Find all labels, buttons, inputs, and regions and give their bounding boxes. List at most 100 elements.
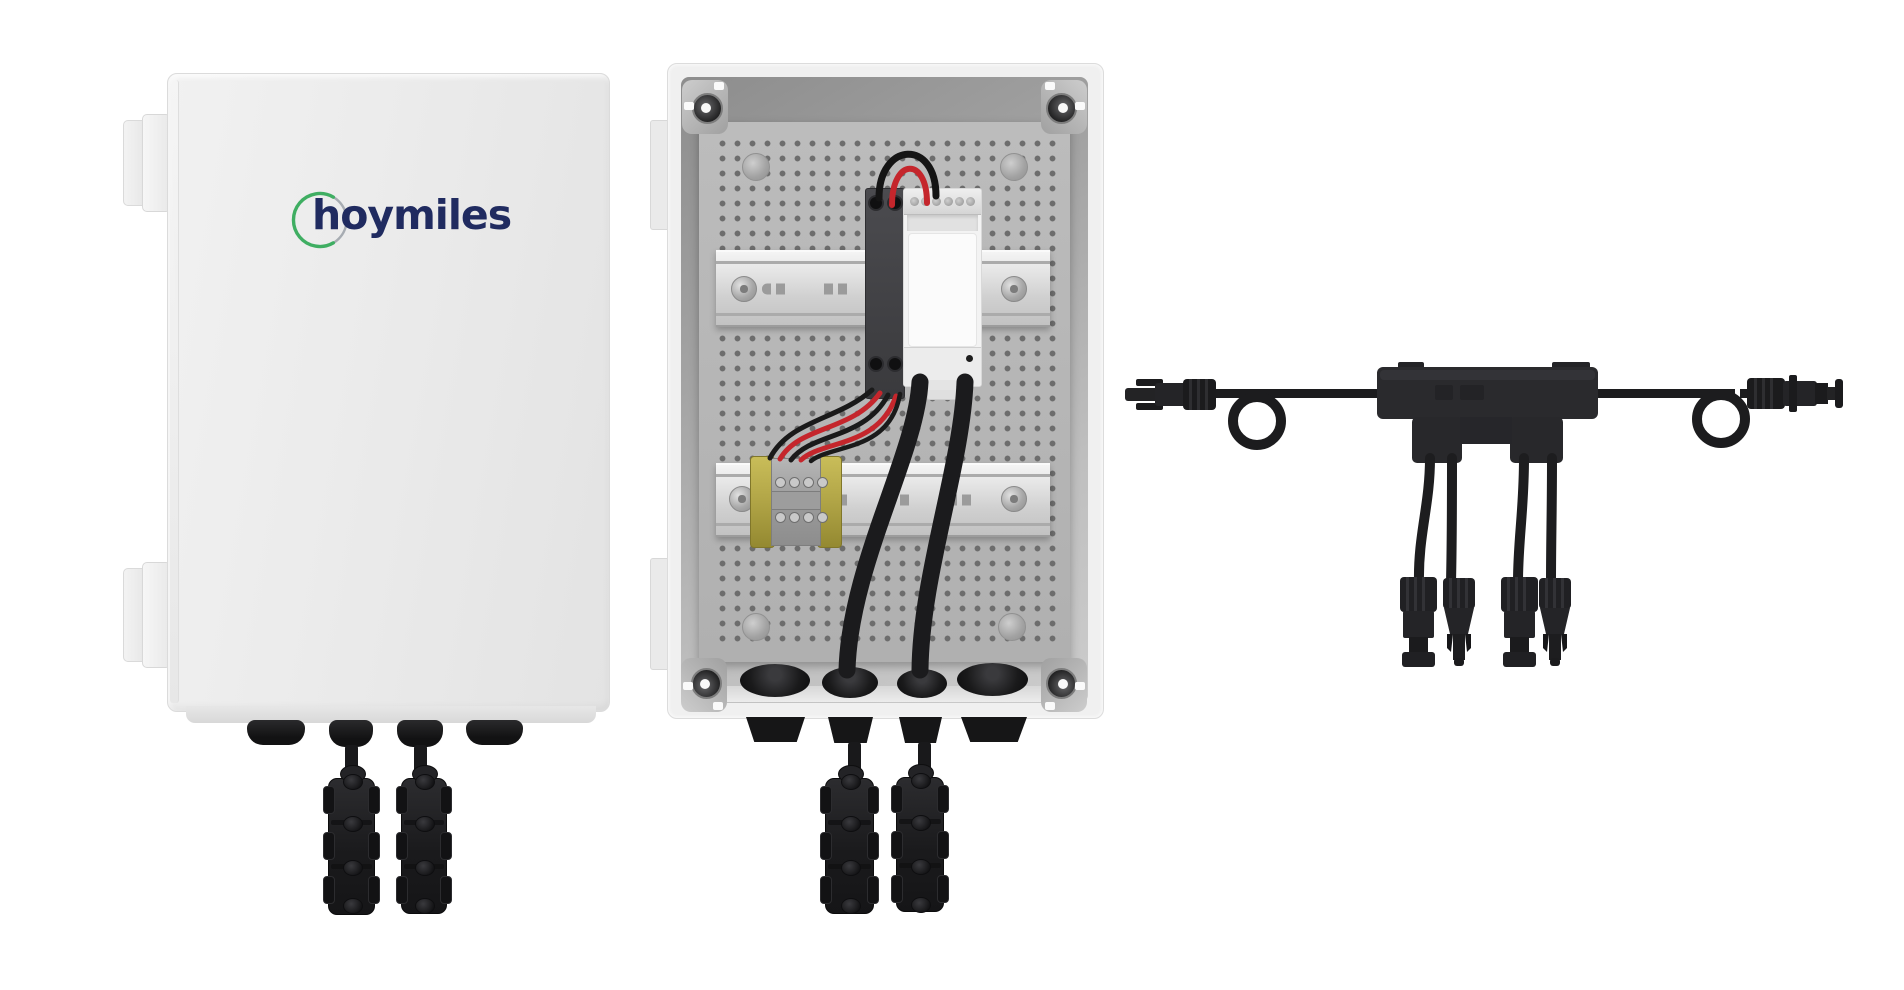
stack-clip <box>396 876 408 904</box>
stack-clip <box>937 831 949 859</box>
bracket-tab <box>1075 102 1085 110</box>
enclosure-hinge-top <box>123 114 171 212</box>
module-terminals <box>866 195 904 211</box>
closed-enclosure: hoymiles <box>0 0 650 990</box>
bracket-tab <box>1075 682 1085 690</box>
stack-knob <box>342 774 363 790</box>
stack-knob <box>415 860 435 876</box>
terminal-screw <box>932 197 942 206</box>
terminal-screw <box>965 197 975 206</box>
terminal-holes <box>775 477 828 488</box>
enclosure-lid <box>167 73 610 712</box>
terminal <box>886 356 903 372</box>
t-connector-body <box>1377 362 1598 463</box>
rail-screw <box>731 276 757 302</box>
bracket-tab <box>1045 82 1055 90</box>
stack-clip <box>440 786 452 814</box>
stack-clip <box>867 876 879 904</box>
stack-knob <box>911 815 931 831</box>
stack-clip <box>891 785 903 813</box>
terminal <box>886 195 903 211</box>
mc4-connector-stack <box>323 765 380 915</box>
stack-clip <box>937 875 949 903</box>
drop-cable <box>1546 453 1557 587</box>
stack-clip <box>891 875 903 903</box>
cable-gland <box>397 720 443 747</box>
bracket-dot <box>1058 679 1068 689</box>
status-led <box>966 355 973 362</box>
stack-clip <box>396 786 408 814</box>
drop-cable <box>1413 453 1435 587</box>
open-enclosure <box>640 0 1120 990</box>
inner-cable-gland <box>822 667 878 698</box>
mc4-connector-stack <box>891 764 949 913</box>
plate-screw <box>742 613 770 641</box>
stack-knob <box>911 859 931 875</box>
bracket-dot <box>1058 103 1068 113</box>
stack-knob <box>840 898 861 914</box>
terminal-screw <box>943 197 953 206</box>
gland-nut <box>899 717 942 743</box>
module-terminals <box>866 356 904 372</box>
terminal-band <box>772 491 820 510</box>
corner-bracket <box>682 80 728 134</box>
stack-knob <box>840 816 861 832</box>
drop-cable <box>1446 453 1457 587</box>
cable-gland <box>466 720 523 745</box>
drop-connector-female <box>1501 577 1538 667</box>
module-face <box>908 233 977 347</box>
stack-clip <box>323 786 335 814</box>
logo-wordmark: hoymiles <box>312 191 512 239</box>
cable-gland <box>247 720 305 745</box>
stack-clip <box>368 786 380 814</box>
stack-clip <box>937 785 949 813</box>
stack-knob <box>415 816 435 832</box>
enclosure-base <box>186 706 596 723</box>
inner-cable-gland <box>897 669 947 698</box>
module-groove <box>907 215 978 231</box>
stack-clip <box>396 832 408 860</box>
module-terminal-screws <box>904 189 981 215</box>
stack-clip <box>867 832 879 860</box>
terminal-screw <box>954 197 964 206</box>
bracket-tab <box>684 102 694 110</box>
terminal-holes <box>775 512 828 523</box>
stack-knob <box>342 860 363 876</box>
stack-body <box>401 778 447 914</box>
stack-knob <box>840 774 861 790</box>
stack-knob <box>342 816 363 832</box>
drop-connector-male <box>1443 578 1475 666</box>
enclosure-hinge-bottom <box>123 562 171 668</box>
bracket-tab <box>713 702 723 710</box>
bracket-dot <box>701 103 711 113</box>
terminal-screw <box>910 197 920 206</box>
trunk-cable <box>1205 389 1405 398</box>
gland-nut <box>961 717 1027 742</box>
stack-clip <box>891 831 903 859</box>
terminal-body <box>771 458 828 546</box>
stack-knob <box>342 898 363 914</box>
inner-cable-gland <box>740 664 810 697</box>
stack-clip <box>368 876 380 904</box>
stack-clip <box>440 876 452 904</box>
corner-bracket <box>1041 658 1087 712</box>
plate-screw <box>1000 153 1028 181</box>
stack-clip <box>368 832 380 860</box>
drop-connector-male <box>1539 578 1571 666</box>
drop-connector-female <box>1400 577 1437 667</box>
stack-knob <box>415 774 435 790</box>
terminal-block <box>750 456 842 548</box>
plate-screw <box>998 613 1026 641</box>
stack-knob <box>415 898 435 914</box>
logo-ring-icon <box>291 191 348 249</box>
terminal <box>867 356 884 372</box>
module-bottom <box>904 347 981 390</box>
terminal-end-clamp <box>750 456 775 548</box>
power-module <box>903 188 982 390</box>
drop-cable <box>1513 453 1529 587</box>
mc4-connector-stack <box>396 765 452 914</box>
rail-screw <box>1001 486 1027 512</box>
stack-clip <box>440 832 452 860</box>
gland-nut <box>746 717 805 742</box>
